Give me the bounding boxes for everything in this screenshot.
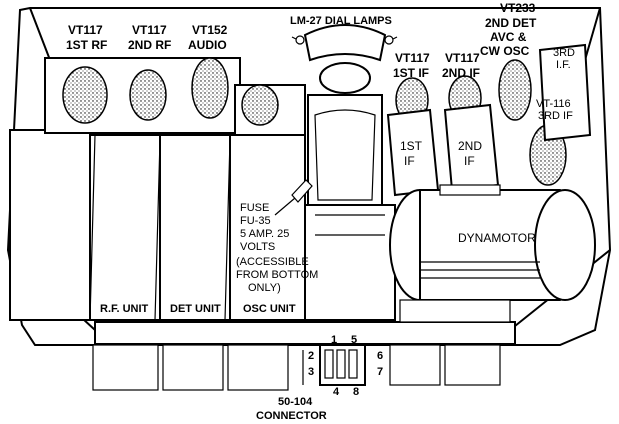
- vt152-audio-role: AUDIO: [188, 38, 227, 52]
- vt117-2nd-rf-role: 2ND RF: [128, 38, 171, 52]
- t1st-if-line2: IF: [404, 154, 415, 168]
- fuse-line3: 5 AMP. 25: [240, 228, 289, 240]
- connector-pin-1: 1: [331, 334, 337, 346]
- vt233-role-3: CW OSC: [480, 44, 530, 58]
- vt152-audio-type: VT152: [192, 23, 228, 37]
- dial-lamp-window: [291, 24, 398, 94]
- fuse-line7: ONLY): [248, 282, 281, 294]
- t2nd-if-line1: 2ND: [458, 139, 482, 153]
- lamp-right: [384, 35, 394, 45]
- tube-osc: [241, 84, 279, 126]
- fuse-line1: FUSE: [240, 202, 269, 214]
- labels: VT117 1ST RF VT117 2ND RF VT152 AUDIO LM…: [66, 1, 575, 422]
- dial-lamps-label: LM-27 DIAL LAMPS: [290, 15, 392, 27]
- fuse: [274, 179, 313, 216]
- connector-name-2: CONNECTOR: [256, 410, 327, 422]
- tube-vt117-2nd-rf: [129, 69, 167, 121]
- t2nd-if-line2: IF: [464, 154, 475, 168]
- fuse-line4: VOLTS: [240, 241, 275, 253]
- connector-pin-4: 4: [333, 386, 340, 398]
- vt117-2nd-if-type: VT117: [445, 51, 480, 65]
- connector-name-1: 50-104: [278, 396, 313, 408]
- connector-pin-6: 6: [377, 350, 383, 362]
- vt233-type: VT233: [500, 1, 536, 15]
- vt117-1st-if-type: VT117: [395, 51, 430, 65]
- if-transformers: [386, 43, 592, 197]
- dynamotor-label: DYNAMOTOR: [458, 231, 536, 245]
- connector-pin-5: 5: [351, 334, 357, 346]
- t1st-if-line1: 1ST: [400, 139, 423, 153]
- vt117-2nd-rf-type: VT117: [132, 23, 167, 37]
- unit-boxes: [9, 129, 501, 391]
- t3rd-if-line1: 3RD: [553, 47, 575, 59]
- vt117-1st-if-role: 1ST IF: [393, 66, 429, 80]
- vt117-2nd-if-role: 2ND IF: [442, 66, 480, 80]
- connector-50-104: [302, 344, 366, 386]
- tube-vt233: [498, 59, 532, 121]
- connector-pin-7: 7: [377, 366, 383, 378]
- rf-unit-label: R.F. UNIT: [100, 303, 149, 315]
- fuse-line6: FROM BOTTOM: [236, 269, 318, 281]
- connector-pin-2: 2: [308, 350, 314, 362]
- lamp-left: [295, 35, 305, 45]
- connector-pin-8: 8: [353, 386, 359, 398]
- vt116-role: 3RD IF: [538, 110, 573, 122]
- center-column: [304, 94, 396, 321]
- vt117-1st-rf-role: 1ST RF: [66, 38, 107, 52]
- vt117-1st-rf-type: VT117: [68, 23, 103, 37]
- tube-vt152-audio: [191, 57, 229, 119]
- vt233-role-1: 2ND DET: [485, 16, 537, 30]
- det-unit-label: DET UNIT: [170, 303, 221, 315]
- connector-pin-3: 3: [308, 366, 314, 378]
- tube-vt117-1st-rf: [62, 66, 108, 124]
- t3rd-if-line2: I.F.: [556, 59, 571, 71]
- fuse-line5: (ACCESSIBLE: [236, 256, 309, 268]
- osc-unit-label: OSC UNIT: [243, 303, 296, 315]
- vt233-role-2: AVC &: [490, 30, 527, 44]
- fuse-line2: FU-35: [240, 215, 271, 227]
- vt116-type: VT-116: [536, 98, 571, 110]
- dynamotor: [389, 184, 596, 323]
